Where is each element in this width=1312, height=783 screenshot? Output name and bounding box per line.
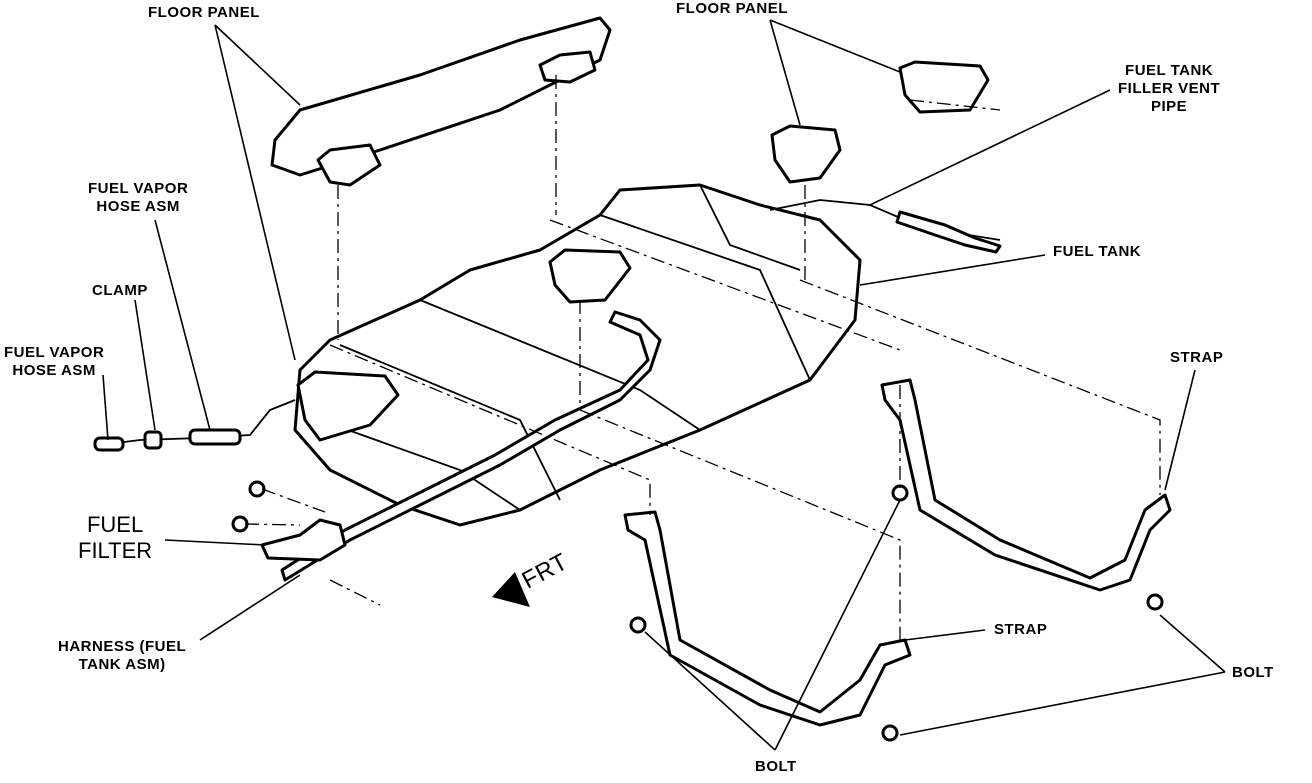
strap-lower-shape: [623, 510, 912, 727]
clamp-shape: [143, 430, 163, 450]
label-bolt-right: BOLT: [1232, 664, 1274, 681]
vapor-hose-fitting: [188, 428, 242, 446]
leader-lines: [102, 19, 1226, 751]
label-floor-panel-right: FLOOR PANEL: [676, 0, 788, 17]
label-fuel-vapor-hose-asm-lower: FUEL VAPOR HOSE ASM: [4, 344, 105, 379]
label-floor-panel-left: FLOOR PANEL: [148, 4, 260, 21]
front-bracket: [296, 370, 400, 442]
filler-vent-pipe-end: [895, 210, 1002, 254]
fuel-filter-shape: [260, 518, 347, 562]
fuel-tank-shape: [293, 183, 862, 527]
strap-right-shape: [880, 378, 1172, 592]
floor-panel-right-b: [898, 60, 990, 114]
label-fuel-tank-filler-vent-pipe: FUEL TANK FILLER VENT PIPE: [1118, 62, 1221, 115]
label-strap-lower: STRAP: [994, 621, 1048, 638]
label-strap-right: STRAP: [1170, 349, 1224, 366]
label-fuel-tank: FUEL TANK: [1053, 243, 1142, 260]
center-bracket: [548, 248, 632, 304]
label-harness: HARNESS (FUEL TANK ASM): [58, 638, 187, 673]
label-bolt-bottom: BOLT: [755, 758, 797, 775]
floor-panel-left-shape: [270, 16, 612, 177]
label-fuel-filter: FUEL FILTER: [78, 512, 153, 563]
frt-arrow: [492, 572, 530, 607]
alignment-lines: [244, 75, 1161, 640]
label-clamp: CLAMP: [92, 282, 148, 299]
label-fuel-vapor-hose-asm-upper: FUEL VAPOR HOSE ASM: [88, 180, 189, 215]
floor-panel-right-a: [770, 124, 842, 184]
vapor-hose-end: [93, 436, 125, 452]
floor-panel-left-bracket: [316, 143, 382, 187]
bolts: [231, 480, 1164, 742]
floor-panel-left-bracket-rear: [538, 50, 597, 84]
